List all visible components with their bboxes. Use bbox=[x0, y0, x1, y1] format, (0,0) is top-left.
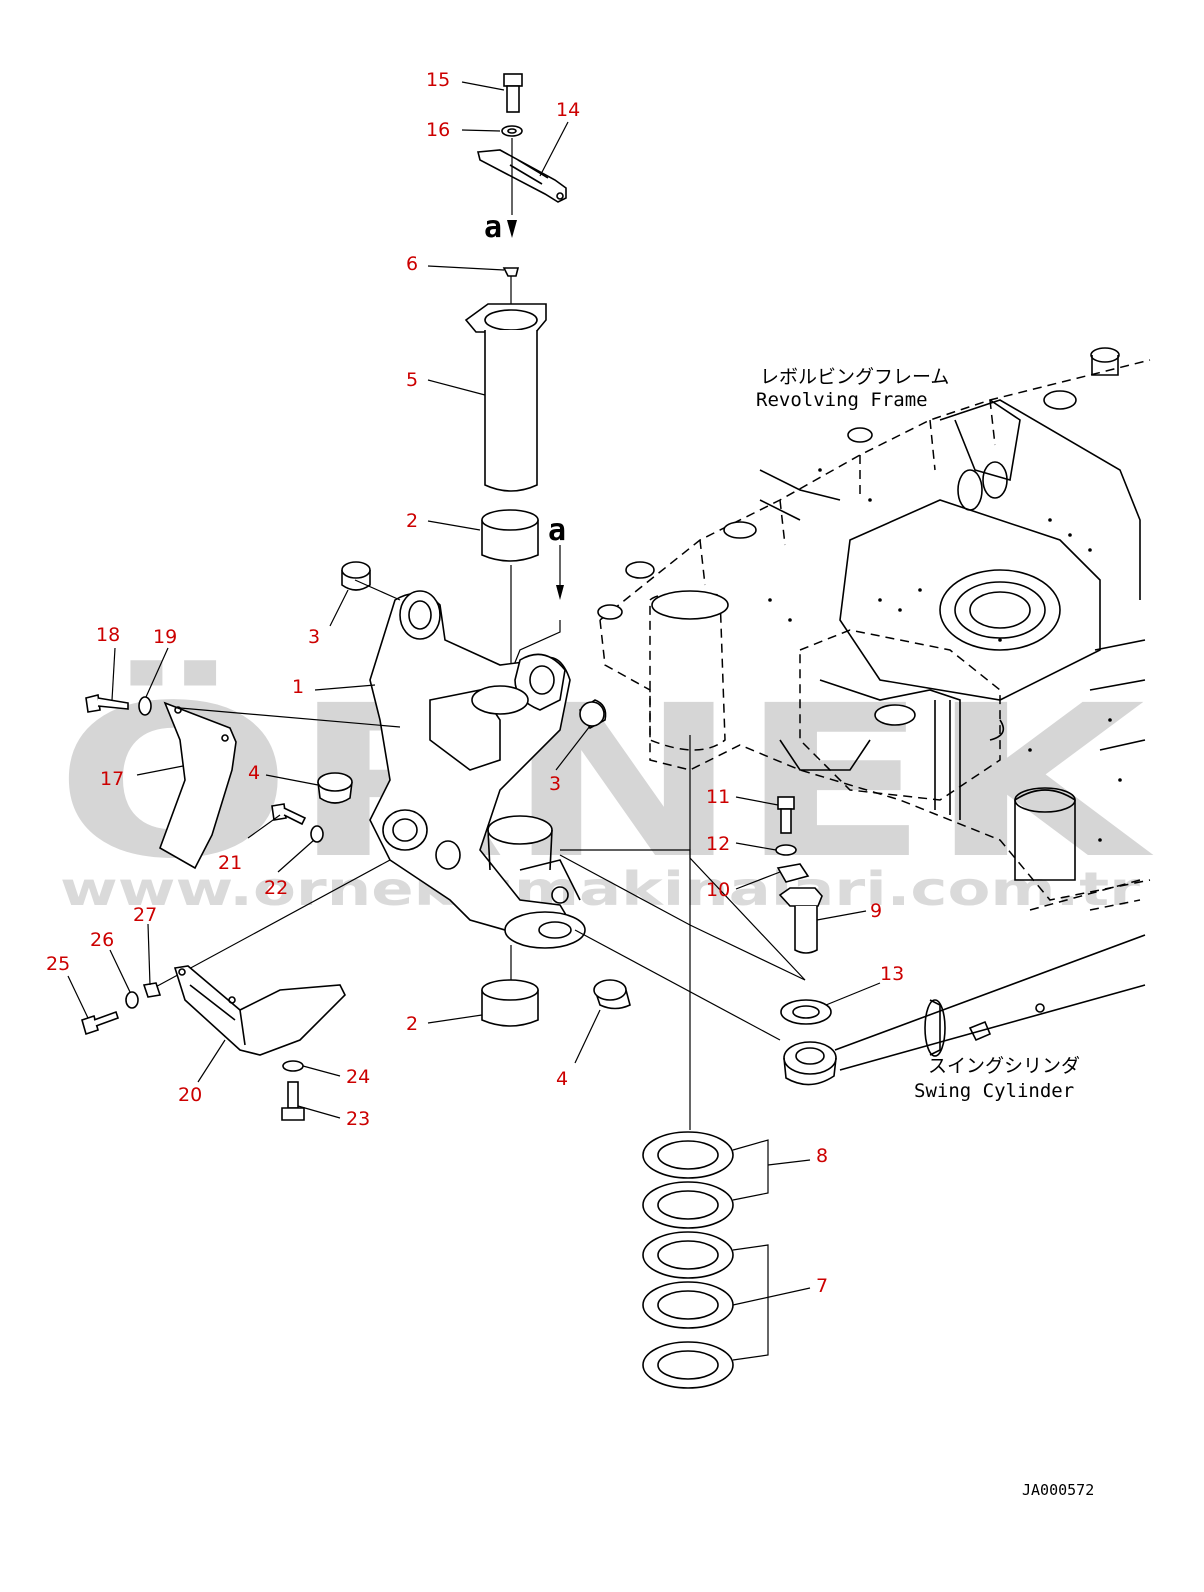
part-15-bolt bbox=[503, 73, 523, 113]
swing-cylinder bbox=[783, 934, 1146, 1086]
callout-15: 15 bbox=[426, 69, 450, 91]
callout-11: 11 bbox=[706, 786, 730, 808]
part-4-bushing-lower bbox=[593, 979, 631, 1010]
detail-marker-a-bracket: a bbox=[548, 513, 566, 548]
revolving-frame bbox=[597, 347, 1151, 911]
part-24-washer bbox=[282, 1060, 304, 1072]
part-10-lock-plate bbox=[776, 863, 810, 883]
part-9-pin bbox=[778, 887, 823, 954]
watermark-brand: ÖRNEK bbox=[55, 659, 1155, 905]
part-7-shims bbox=[642, 1231, 734, 1389]
part-26-washer bbox=[125, 991, 139, 1009]
part-3-bushing-right bbox=[578, 699, 607, 730]
part-4-bushing-upper bbox=[317, 772, 353, 804]
callout-1: 1 bbox=[292, 676, 304, 698]
part-8-shims bbox=[642, 1131, 734, 1229]
arrow-a-bracket bbox=[556, 585, 564, 600]
callout-18: 18 bbox=[96, 624, 120, 646]
callout-7: 7 bbox=[816, 1275, 828, 1297]
callout-17: 17 bbox=[100, 768, 124, 790]
part-3-bushing-upper-left bbox=[341, 561, 371, 591]
part-21-bolt bbox=[271, 803, 307, 826]
callout-2-lower: 2 bbox=[406, 1013, 418, 1035]
callout-26: 26 bbox=[90, 929, 114, 951]
part-2-bushing-lower bbox=[481, 979, 539, 1027]
callout-3-left: 3 bbox=[308, 626, 320, 648]
callout-10: 10 bbox=[706, 879, 730, 901]
part-27-nut bbox=[142, 982, 162, 998]
drawing-code: JA000572 bbox=[1022, 1481, 1094, 1499]
part-16-washer bbox=[501, 125, 523, 137]
callout-14: 14 bbox=[556, 99, 580, 121]
callout-2-upper: 2 bbox=[406, 510, 418, 532]
part-19-washer bbox=[138, 696, 152, 716]
swing-cylinder-label-en: Swing Cylinder bbox=[914, 1080, 1074, 1102]
callout-leaders bbox=[67, 81, 881, 1119]
callout-24: 24 bbox=[346, 1066, 370, 1088]
callout-21: 21 bbox=[218, 852, 242, 874]
callout-27: 27 bbox=[133, 904, 157, 926]
part-17-guard bbox=[159, 701, 237, 870]
callout-12: 12 bbox=[706, 833, 730, 855]
part-22-washer bbox=[310, 825, 324, 843]
callout-20: 20 bbox=[178, 1084, 202, 1106]
callout-6: 6 bbox=[406, 253, 418, 275]
watermark-url: www.ornekismakinalari.com.tr bbox=[60, 862, 1140, 916]
part-20-cover bbox=[173, 965, 346, 1056]
revolving-frame-label-jp: レボルビングフレーム bbox=[760, 366, 949, 388]
part-23-bolt bbox=[281, 1081, 305, 1121]
callout-19: 19 bbox=[153, 626, 177, 648]
part-14-plate bbox=[476, 149, 567, 203]
part-1-swing-bracket bbox=[369, 590, 586, 949]
callout-8: 8 bbox=[816, 1145, 828, 1167]
part-13-shim bbox=[780, 999, 832, 1025]
part-11-bolt bbox=[777, 796, 795, 834]
callout-25: 25 bbox=[46, 953, 70, 975]
callout-16: 16 bbox=[426, 119, 450, 141]
callout-23: 23 bbox=[346, 1108, 370, 1130]
callout-4-lower: 4 bbox=[556, 1068, 568, 1090]
part-2-bushing-upper bbox=[481, 509, 539, 562]
callout-13: 13 bbox=[880, 963, 904, 985]
swing-cylinder-label-jp: スイングシリンダ bbox=[928, 1055, 1080, 1077]
arrow-a-top bbox=[507, 220, 517, 238]
detail-marker-a-top: a bbox=[484, 210, 502, 245]
part-18-bolt bbox=[85, 694, 129, 713]
callout-5: 5 bbox=[406, 369, 418, 391]
callout-3-right: 3 bbox=[549, 773, 561, 795]
part-12-washer bbox=[775, 844, 797, 856]
callout-22: 22 bbox=[264, 877, 288, 899]
part-5-pin bbox=[464, 303, 547, 492]
watermark: ÖRNEK www.ornekismakinalari.com.tr bbox=[55, 659, 1155, 916]
revolving-frame-label-en: Revolving Frame bbox=[756, 389, 928, 411]
callout-4-upper: 4 bbox=[248, 762, 260, 784]
part-25-bolt bbox=[81, 1010, 120, 1036]
callout-9: 9 bbox=[870, 900, 882, 922]
